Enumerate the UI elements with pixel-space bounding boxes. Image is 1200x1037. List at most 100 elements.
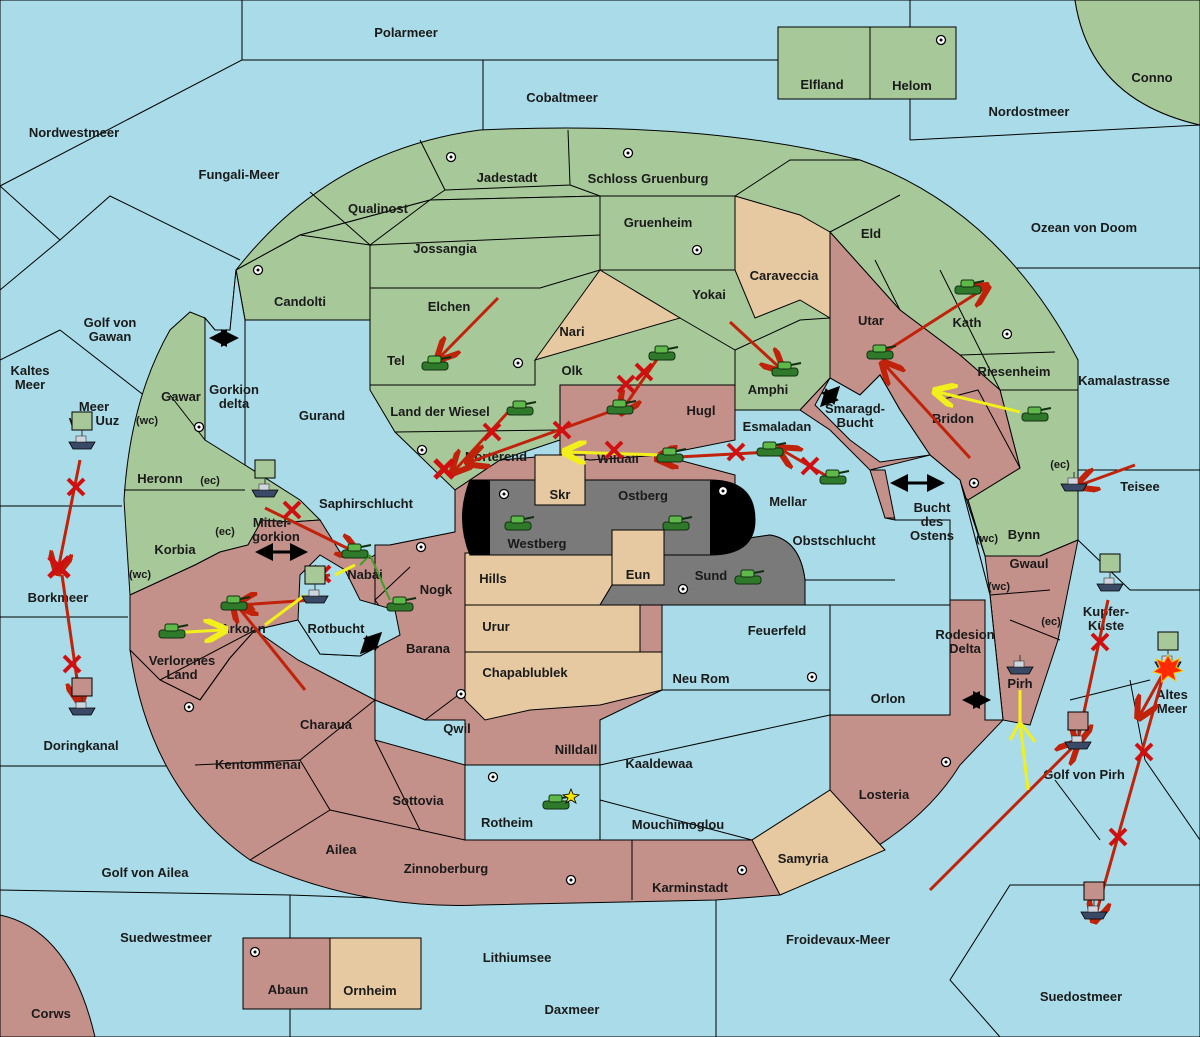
tank-icon[interactable] bbox=[734, 569, 765, 585]
label-westberg: Westberg bbox=[508, 536, 567, 551]
tank-icon[interactable] bbox=[341, 543, 372, 559]
ship-icon[interactable] bbox=[1080, 881, 1108, 920]
tank-icon[interactable] bbox=[954, 279, 985, 295]
order-arrow bbox=[928, 745, 1075, 892]
cross-icon bbox=[1090, 632, 1110, 652]
tank-icon[interactable] bbox=[662, 515, 693, 531]
order-arrow bbox=[440, 296, 500, 357]
region-elfland[interactable] bbox=[777, 26, 871, 100]
label-samyria: Samyria bbox=[778, 851, 829, 866]
label-ozean: Ozean von Doom bbox=[1031, 220, 1137, 235]
tank-icon[interactable] bbox=[386, 596, 417, 612]
explosion-icon bbox=[1151, 653, 1185, 684]
label-meer-uuz-1: Meer bbox=[79, 399, 109, 414]
order-arrow bbox=[728, 320, 780, 368]
adjacency-arrow bbox=[359, 631, 383, 655]
tank-icon[interactable] bbox=[606, 399, 637, 415]
region-ornheim[interactable] bbox=[329, 937, 422, 1010]
tank-icon[interactable] bbox=[506, 400, 537, 416]
region-skr-top[interactable] bbox=[534, 454, 586, 506]
order-arrow bbox=[264, 506, 355, 552]
cross-icon bbox=[604, 440, 624, 460]
region-caraveccia[interactable] bbox=[734, 195, 831, 319]
region-eun-top[interactable] bbox=[611, 529, 665, 586]
label-kupfer-2: Küste bbox=[1088, 618, 1124, 633]
label-ailea: Ailea bbox=[325, 842, 357, 857]
label-saphirschlucht: Saphirschlucht bbox=[319, 496, 414, 511]
label-golf-gawan-1: Golf von bbox=[84, 315, 137, 330]
label-eun: Eun bbox=[626, 567, 651, 582]
orders bbox=[58, 288, 1167, 918]
tank-icon[interactable] bbox=[542, 794, 573, 810]
province-borders bbox=[124, 129, 1061, 900]
label-zinnoberburg: Zinnoberburg bbox=[404, 861, 489, 876]
label-orlon: Orlon bbox=[871, 691, 906, 706]
tank-icon[interactable] bbox=[421, 355, 452, 371]
label-mellar: Mellar bbox=[769, 494, 807, 509]
region-north-arc[interactable] bbox=[235, 127, 1079, 391]
label-skr: Skr bbox=[550, 487, 571, 502]
label-wc-4: (wc) bbox=[988, 581, 1010, 593]
supply-dot-icon bbox=[968, 477, 980, 489]
label-heronn: Heronn bbox=[137, 471, 183, 486]
region-nari[interactable] bbox=[533, 269, 682, 361]
tank-icon[interactable] bbox=[220, 595, 251, 611]
label-wc-2: (wc) bbox=[976, 533, 998, 545]
supply-dot-icon bbox=[445, 151, 457, 163]
label-pirh: Pirh bbox=[1007, 676, 1032, 691]
label-esmaladan: Esmaladan bbox=[743, 419, 812, 434]
label-nari: Nari bbox=[559, 324, 584, 339]
ship-icon[interactable] bbox=[68, 677, 96, 716]
tank-icon[interactable] bbox=[1021, 406, 1052, 422]
tank-icon[interactable] bbox=[656, 447, 687, 463]
label-olk: Olk bbox=[562, 363, 584, 378]
label-gawar: Gawar bbox=[161, 389, 201, 404]
region-samyria[interactable] bbox=[751, 789, 886, 896]
label-gwaul: Gwaul bbox=[1009, 556, 1048, 571]
supply-dot-icon bbox=[183, 701, 195, 713]
region-bucht-ostens-water[interactable] bbox=[869, 454, 1004, 721]
label-elfland: Elfland bbox=[800, 77, 843, 92]
ship-icon[interactable] bbox=[1096, 553, 1124, 592]
label-nordostmeer: Nordostmeer bbox=[989, 104, 1070, 119]
label-helom: Helom bbox=[892, 78, 932, 93]
tank-icon[interactable] bbox=[504, 515, 535, 531]
region-sund[interactable] bbox=[599, 529, 806, 606]
tank-icon[interactable] bbox=[648, 345, 679, 361]
label-jossangia: Jossangia bbox=[413, 241, 477, 256]
tank-icon[interactable] bbox=[819, 469, 850, 485]
label-gorkion-2: delta bbox=[219, 396, 250, 411]
label-bucht-1: Bucht bbox=[914, 500, 952, 515]
label-suedwestmeer: Suedwestmeer bbox=[120, 930, 212, 945]
label-mittel-2: gorkion bbox=[252, 529, 300, 544]
region-chapablublek[interactable] bbox=[464, 651, 663, 721]
ship-icon[interactable] bbox=[1064, 711, 1092, 750]
tank-icon[interactable] bbox=[756, 441, 787, 457]
cross-icon bbox=[634, 362, 654, 382]
ship-icon[interactable] bbox=[301, 565, 329, 604]
ship-icon[interactable] bbox=[1006, 655, 1034, 675]
tank-icon[interactable] bbox=[771, 361, 802, 377]
supply-dot-icon bbox=[736, 864, 748, 876]
ship-icon[interactable] bbox=[251, 459, 279, 498]
region-conno[interactable] bbox=[1074, 0, 1200, 126]
label-altes-1: Altes bbox=[1156, 687, 1188, 702]
supply-dot-icon bbox=[193, 421, 205, 433]
cross-icon bbox=[552, 420, 572, 440]
support-arrow bbox=[568, 452, 661, 455]
tank-icon[interactable] bbox=[866, 344, 897, 360]
label-nabai: Nabai bbox=[347, 567, 382, 582]
tank-icon[interactable] bbox=[158, 623, 189, 639]
label-froidevaux: Froidevaux-Meer bbox=[786, 932, 890, 947]
label-bridon: Bridon bbox=[932, 411, 974, 426]
label-ec-4: (ec) bbox=[1041, 616, 1061, 628]
label-conno: Conno bbox=[1131, 70, 1172, 85]
label-kaltes-2: Meer bbox=[15, 377, 45, 392]
ship-icon[interactable] bbox=[1060, 472, 1088, 492]
label-amphi: Amphi bbox=[748, 382, 788, 397]
ship-icon[interactable] bbox=[68, 411, 96, 450]
label-utar: Utar bbox=[858, 313, 884, 328]
supply-dot-icon bbox=[622, 147, 634, 159]
label-suedostmeer: Suedostmeer bbox=[1040, 989, 1122, 1004]
supply-dot-icon bbox=[806, 671, 818, 683]
